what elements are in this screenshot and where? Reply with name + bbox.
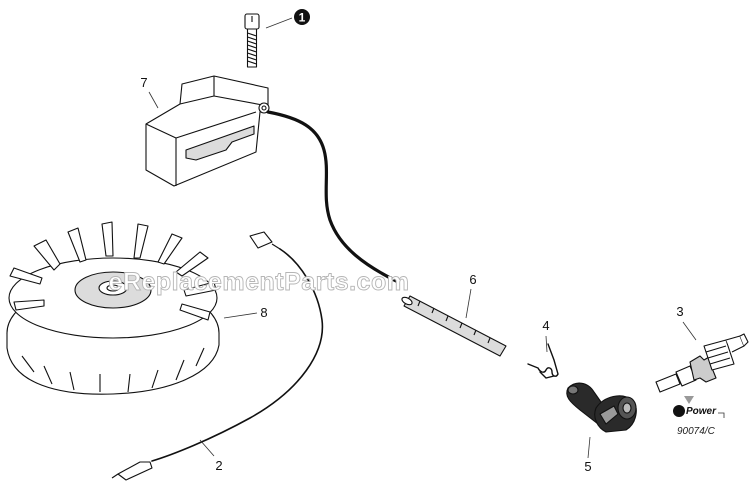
logo-mark-icon <box>673 405 685 417</box>
screw-part <box>244 13 260 68</box>
flywheel-part <box>6 221 220 395</box>
ignition-module-part <box>145 75 270 187</box>
spring-part <box>527 343 559 379</box>
callout-7: 7 <box>140 75 147 90</box>
brand-logo: Power <box>673 396 725 418</box>
sleeve-part <box>401 295 507 357</box>
spark-plug-part <box>655 333 749 393</box>
callout-6: 6 <box>469 272 476 287</box>
ignition-wire <box>266 110 400 284</box>
drawing-code: 90074/C <box>677 426 716 437</box>
callout-3: 3 <box>676 304 683 319</box>
logo-text: Power <box>686 406 717 417</box>
callout-8: 8 <box>260 305 267 320</box>
callout-5: 5 <box>584 459 591 474</box>
watermark: eReplacementParts.com <box>109 268 410 296</box>
ground-wire-part <box>111 231 324 481</box>
spark-plug-boot-part <box>566 382 637 433</box>
callout-2: 2 <box>215 458 222 473</box>
callout-1: 1 <box>299 11 306 25</box>
callout-1-badge <box>294 9 310 25</box>
callout-4: 4 <box>542 318 549 333</box>
